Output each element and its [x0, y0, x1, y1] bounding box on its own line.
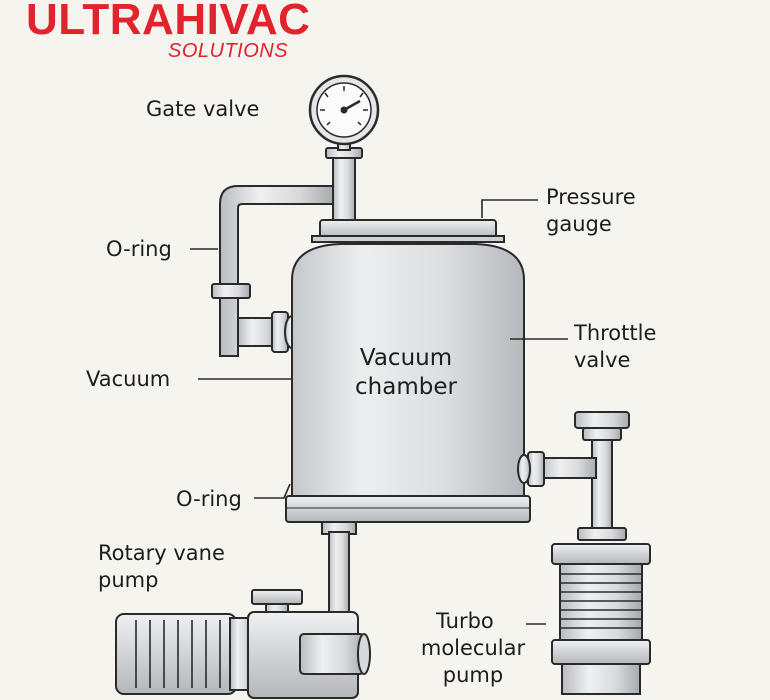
rotary-vane-pump: [115, 589, 371, 699]
label-pressure-gauge: Pressure gauge: [546, 184, 636, 238]
label-chamber-line1: Vacuum: [359, 345, 453, 371]
label-gate-valve: Gate valve: [146, 97, 260, 121]
leader-lines: [190, 199, 568, 625]
label-throttle-valve: Throttle valve: [574, 320, 656, 374]
label-rotary-line1: Rotary vane: [98, 541, 225, 565]
label-vacuum: Vacuum: [86, 367, 171, 391]
label-turbo-molecular-pump: Turbo molecular pump: [408, 608, 538, 689]
label-pressure-line2: gauge: [546, 212, 612, 236]
label-pressure-line1: Pressure: [546, 185, 636, 209]
side-pipe-coupling: [211, 283, 251, 299]
label-oring-bottom: O-ring: [176, 487, 242, 511]
label-rotary-vane-pump: Rotary vane pump: [98, 540, 225, 594]
turbo-molecular-pump: [551, 543, 651, 695]
label-rotary-line2: pump: [98, 568, 159, 592]
vacuum-chamber: [285, 219, 531, 523]
label-throttle-line2: valve: [574, 348, 631, 372]
pressure-gauge-icon: [308, 74, 380, 146]
company-logo: ULTRAHIVAC SOLUTIONS: [8, 0, 328, 70]
label-turbo-line3: pump: [442, 663, 504, 687]
throttle-valve-pipe: [517, 411, 630, 541]
label-oring-top: O-ring: [106, 237, 172, 261]
label-vacuum-chamber: Vacuum chamber: [336, 344, 476, 402]
label-throttle-line1: Throttle: [574, 321, 657, 345]
logo-brand: ULTRAHIVAC: [26, 0, 311, 44]
logo-subtitle: SOLUTIONS: [168, 40, 289, 62]
label-turbo-line2: molecular: [420, 636, 526, 660]
side-pipe: [219, 185, 334, 357]
label-chamber-line2: chamber: [355, 374, 457, 400]
gauge-pipe: [332, 149, 356, 223]
label-turbo-line1: Turbo: [436, 609, 494, 633]
